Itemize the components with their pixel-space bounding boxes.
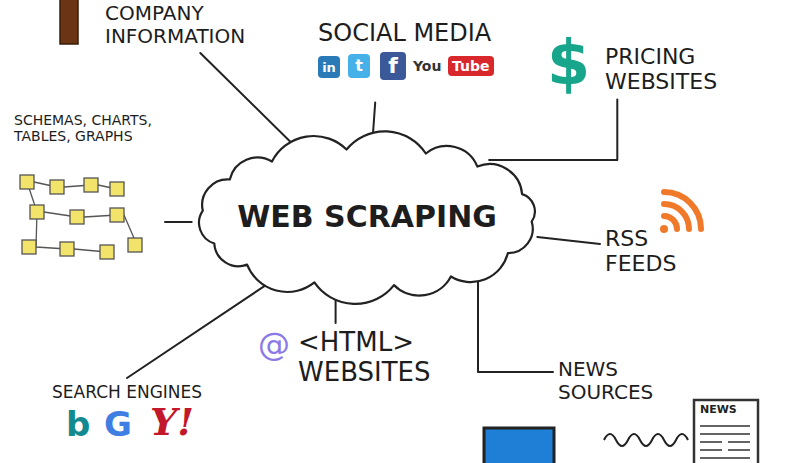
rss-icon: [660, 192, 701, 233]
spoke-line: [165, 221, 192, 223]
topic-text: RSS FEEDS: [605, 226, 676, 277]
icon-label: b: [66, 407, 90, 441]
topic-text: SOCIAL MEDIA: [318, 20, 491, 48]
logo-badge: Tube: [448, 56, 494, 76]
icon-label: $: [547, 32, 590, 94]
logo-badge: f: [380, 52, 406, 80]
icon-label: @: [258, 328, 290, 360]
icon-label: Y!: [150, 403, 194, 441]
laptop-icon: [484, 428, 554, 463]
logo-badge: t: [348, 54, 370, 78]
topic-text: COMPANY INFORMATION: [105, 2, 245, 48]
topic-text: SCHEMAS, CHARTS, TABLES, GRAPHS: [14, 112, 160, 144]
topic-text: SEARCH ENGINES: [52, 383, 202, 403]
topic-node: SCHEMAS, CHARTS, TABLES, GRAPHS: [14, 112, 160, 256]
newspaper-icon: [694, 400, 758, 463]
icon-label: You: [413, 59, 441, 73]
cloud-node: WEB SCRAPING: [186, 135, 548, 300]
topic-text: PRICING WEBSITES: [605, 44, 717, 95]
cloud-shape: [199, 131, 535, 304]
spoke-line: [200, 53, 293, 145]
spoke-line: [537, 237, 600, 244]
squiggle-line: [604, 434, 688, 446]
cloud-title: WEB SCRAPING: [237, 200, 497, 235]
topic-node: RSS FEEDS: [605, 226, 676, 277]
spoke-line: [478, 280, 553, 373]
topic-node: NEWS SOURCES: [558, 358, 653, 404]
spoke-line: [489, 100, 617, 160]
company-icon: [60, 0, 78, 44]
icon-label: G: [104, 407, 132, 441]
icon-label: NEWS: [700, 404, 737, 415]
logo-badge: in: [318, 56, 340, 78]
topic-text: NEWS SOURCES: [558, 358, 653, 404]
topic-node: PRICING WEBSITES$: [545, 44, 717, 95]
topic-node: SEARCH ENGINES bG Y!: [52, 383, 202, 457]
spoke-line: [127, 284, 268, 378]
topic-node: COMPANY INFORMATION: [105, 2, 245, 48]
topic-node: <HTML> WEBSITES@: [258, 328, 431, 388]
schema-icon: [20, 175, 142, 259]
topic-node: SOCIAL MEDIA intf You Tube: [318, 20, 491, 98]
topic-text: <HTML> WEBSITES: [298, 328, 431, 388]
